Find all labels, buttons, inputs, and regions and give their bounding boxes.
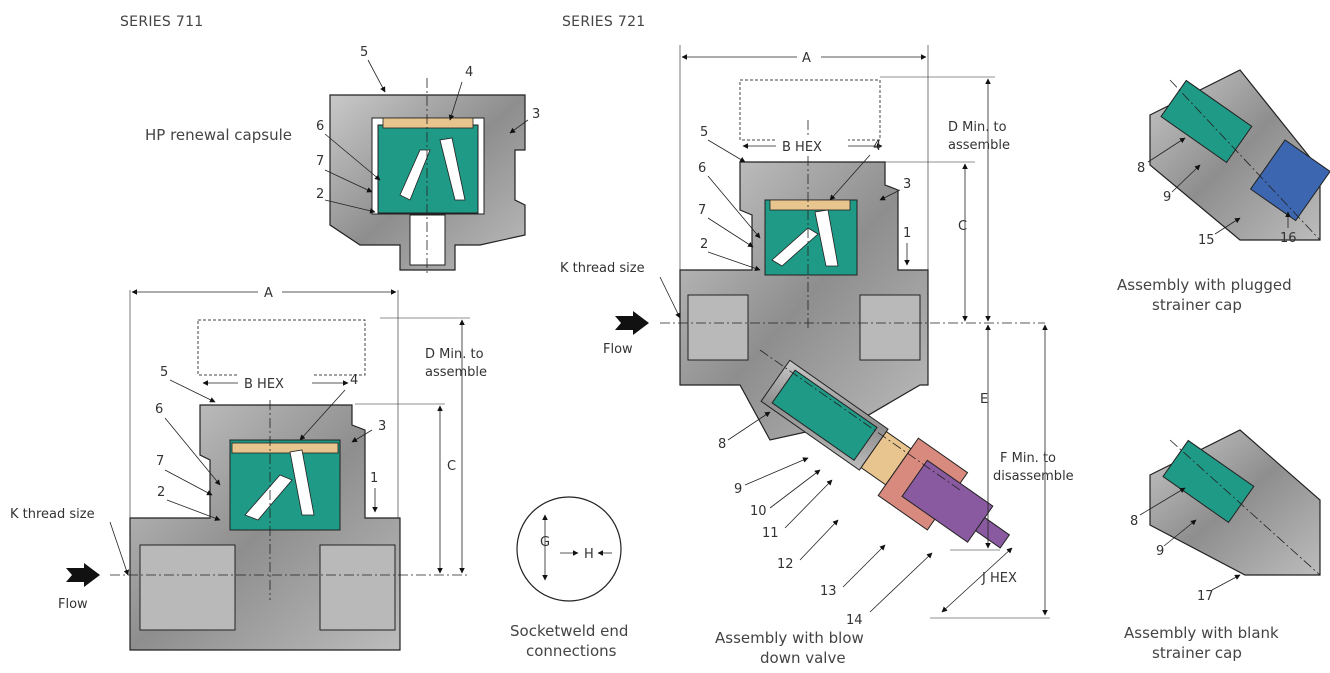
part-1-711: 1	[370, 471, 378, 486]
part-11-721: 11	[762, 526, 779, 541]
part-8-721: 8	[718, 437, 726, 452]
series-711-part-numbers: 5 4 3 6 7 2 1	[155, 365, 386, 521]
hp-renewal-caption: HP renewal capsule	[145, 126, 292, 144]
part-7-hp: 7	[316, 154, 324, 169]
socketweld-caption-1: Socketweld end	[510, 622, 628, 640]
part-4-hp: 4	[465, 65, 473, 80]
part-13-721: 13	[820, 584, 837, 599]
dim-k-711: K thread size	[10, 507, 95, 522]
series-711-title: SERIES 711	[120, 14, 204, 30]
part-4-721: 4	[873, 139, 881, 154]
part-9-721: 9	[734, 482, 742, 497]
dim-e-721: E	[980, 392, 988, 407]
part-6-hp: 6	[316, 119, 324, 134]
dim-d2-721: assemble	[948, 138, 1010, 153]
dim-b-711: B HEX	[244, 377, 284, 392]
dim-f2-721: disassemble	[993, 469, 1074, 484]
series-721-dimensions: A B HEX C D Min. to assemble E F Min. to…	[560, 45, 1074, 619]
series-721-figure	[615, 79, 1045, 549]
blank-caption-1: Assembly with blank	[1124, 624, 1279, 642]
part-16-plugged: 16	[1280, 231, 1297, 246]
part-3-hp: 3	[532, 107, 540, 122]
part-12-721: 12	[777, 557, 794, 572]
series-721-title: SERIES 721	[562, 14, 646, 30]
part-7-721: 7	[698, 203, 706, 218]
part-2-721: 2	[700, 237, 708, 252]
socketweld-caption-2: connections	[526, 642, 617, 660]
dim-d2-711: assemble	[425, 365, 487, 380]
part-6-711: 6	[155, 402, 163, 417]
blowdown-caption-1: Assembly with blow	[715, 629, 864, 647]
hp-capsule-figure	[329, 78, 526, 275]
plugged-caption-2: strainer cap	[1152, 296, 1242, 314]
part-2-hp: 2	[316, 187, 324, 202]
dim-j-721: J HEX	[981, 571, 1017, 586]
blowdown-caption-2: down valve	[760, 649, 846, 667]
part-6-721: 6	[698, 161, 706, 176]
part-9-plugged: 9	[1163, 190, 1171, 205]
part-5-711: 5	[160, 365, 168, 380]
dim-d1-711: D Min. to	[425, 347, 484, 362]
plugged-caption-1: Assembly with plugged	[1117, 276, 1292, 294]
part-8-plugged: 8	[1137, 161, 1145, 176]
part-3-711: 3	[378, 419, 386, 434]
socketweld-figure: G H Socketweld end connections	[510, 496, 628, 660]
plugged-cap-figure: 8 9 15 16 Assembly with plugged strainer…	[1117, 69, 1330, 314]
dim-b-721: B HEX	[782, 140, 822, 155]
part-3-721: 3	[903, 177, 911, 192]
part-5-721: 5	[700, 125, 708, 140]
part-17-blank: 17	[1197, 589, 1214, 604]
part-8-blank: 8	[1130, 514, 1138, 529]
dim-h: H	[584, 547, 594, 562]
dim-g: G	[540, 535, 550, 550]
dim-a-711: A	[264, 286, 273, 301]
dim-a-721: A	[802, 51, 811, 66]
part-14-721: 14	[846, 613, 863, 628]
blank-cap-figure: 8 9 17 Assembly with blank strainer cap	[1124, 429, 1321, 662]
part-4-711: 4	[350, 373, 358, 388]
dim-c-721: C	[958, 219, 967, 234]
hp-capsule-part-numbers: 5 4 3 6 7 2	[316, 45, 540, 214]
part-7-711: 7	[156, 454, 164, 469]
flow-label-711: Flow	[58, 597, 88, 612]
part-9-blank: 9	[1156, 544, 1164, 559]
series-711-dimensions: A B HEX C D Min. to assemble K thread si…	[10, 282, 487, 612]
part-5-hp: 5	[360, 45, 368, 60]
series-721-part-numbers: 5 4 3 6 7 2 1 8 9 10 11 12 13 14 Assembl…	[698, 125, 933, 667]
series-711-figure	[66, 319, 470, 651]
part-2-711: 2	[157, 485, 165, 500]
flow-label-721: Flow	[603, 342, 633, 357]
part-15-plugged: 15	[1198, 233, 1215, 248]
part-10-721: 10	[750, 504, 767, 519]
dim-f1-721: F Min. to	[1000, 451, 1056, 466]
part-1-721: 1	[903, 226, 911, 241]
dim-d1-721: D Min. to	[948, 120, 1007, 135]
blank-caption-2: strainer cap	[1152, 644, 1242, 662]
dim-k-721: K thread size	[560, 261, 645, 276]
dim-c-711: C	[447, 459, 456, 474]
